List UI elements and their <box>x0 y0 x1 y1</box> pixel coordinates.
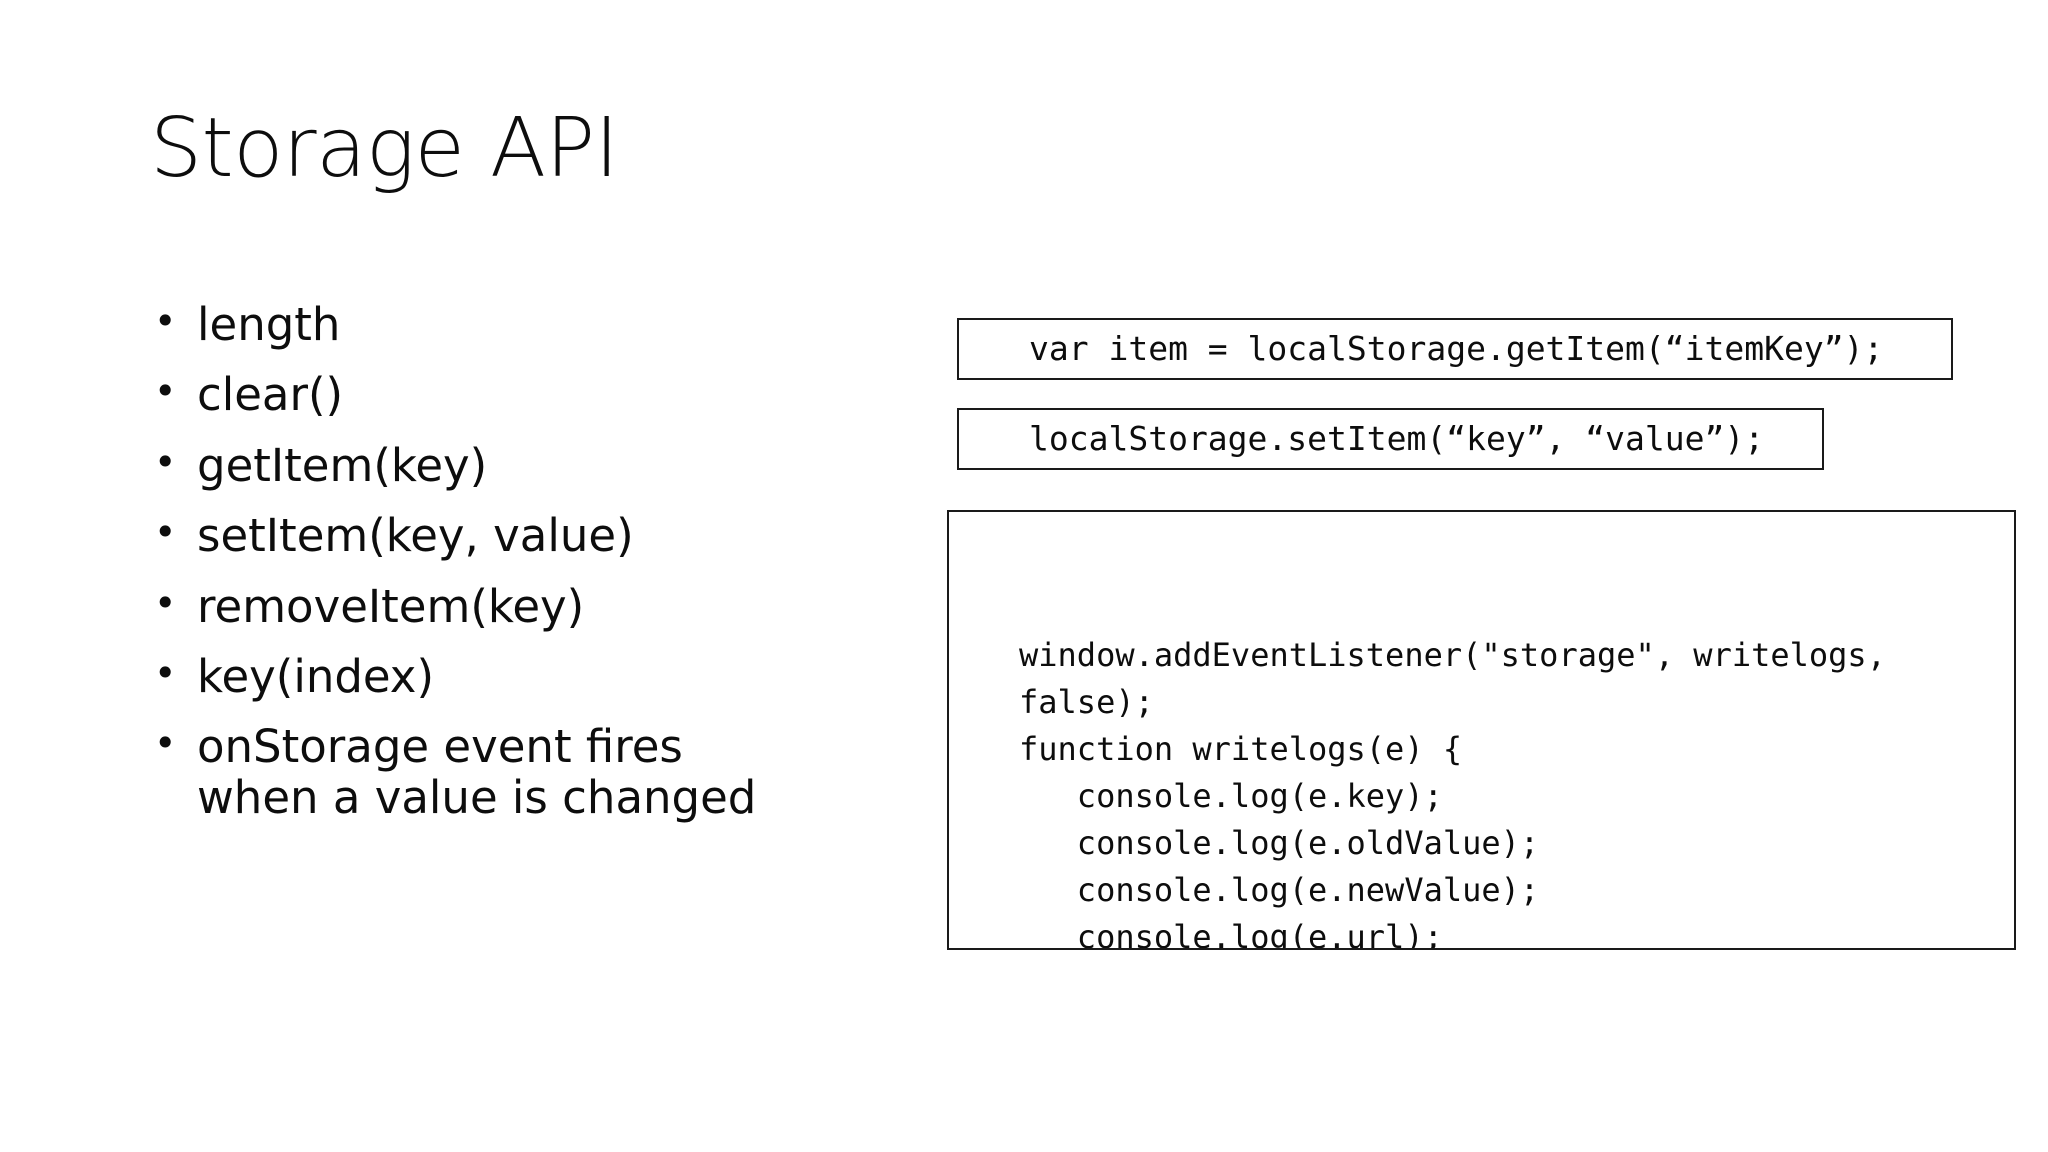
code-block-storage-event: window.addEventListener("storage", write… <box>947 510 2016 950</box>
list-item: getItem(key) <box>152 438 792 492</box>
list-item-label: clear() <box>197 368 344 422</box>
list-item-label: length <box>197 298 341 351</box>
list-item-label: key(index) <box>197 649 434 703</box>
code-block-get-item: var item = localStorage.getItem(“itemKey… <box>957 318 1953 380</box>
list-item-label: setItem(key, value) <box>197 509 634 563</box>
code-block-storage-event-text: window.addEventListener("storage", write… <box>1019 636 1886 950</box>
list-item: setItem(key, value) <box>152 509 792 563</box>
list-item: clear() <box>152 368 792 422</box>
list-item: onStorage event fires when a value is ch… <box>152 720 787 824</box>
list-item-label: removeItem(key) <box>197 579 585 633</box>
list-item: length <box>152 298 792 351</box>
storage-api-method-list: length clear() getItem(key) setItem(key,… <box>152 298 792 843</box>
list-item-label: onStorage event fires when a value is ch… <box>197 720 757 824</box>
code-block-set-item: localStorage.setItem(“key”, “value”); <box>957 408 1824 470</box>
list-item: key(index) <box>152 649 792 703</box>
page-title: Storage API <box>150 101 619 196</box>
list-item-label: getItem(key) <box>197 438 488 492</box>
list-item: removeItem(key) <box>152 579 792 633</box>
